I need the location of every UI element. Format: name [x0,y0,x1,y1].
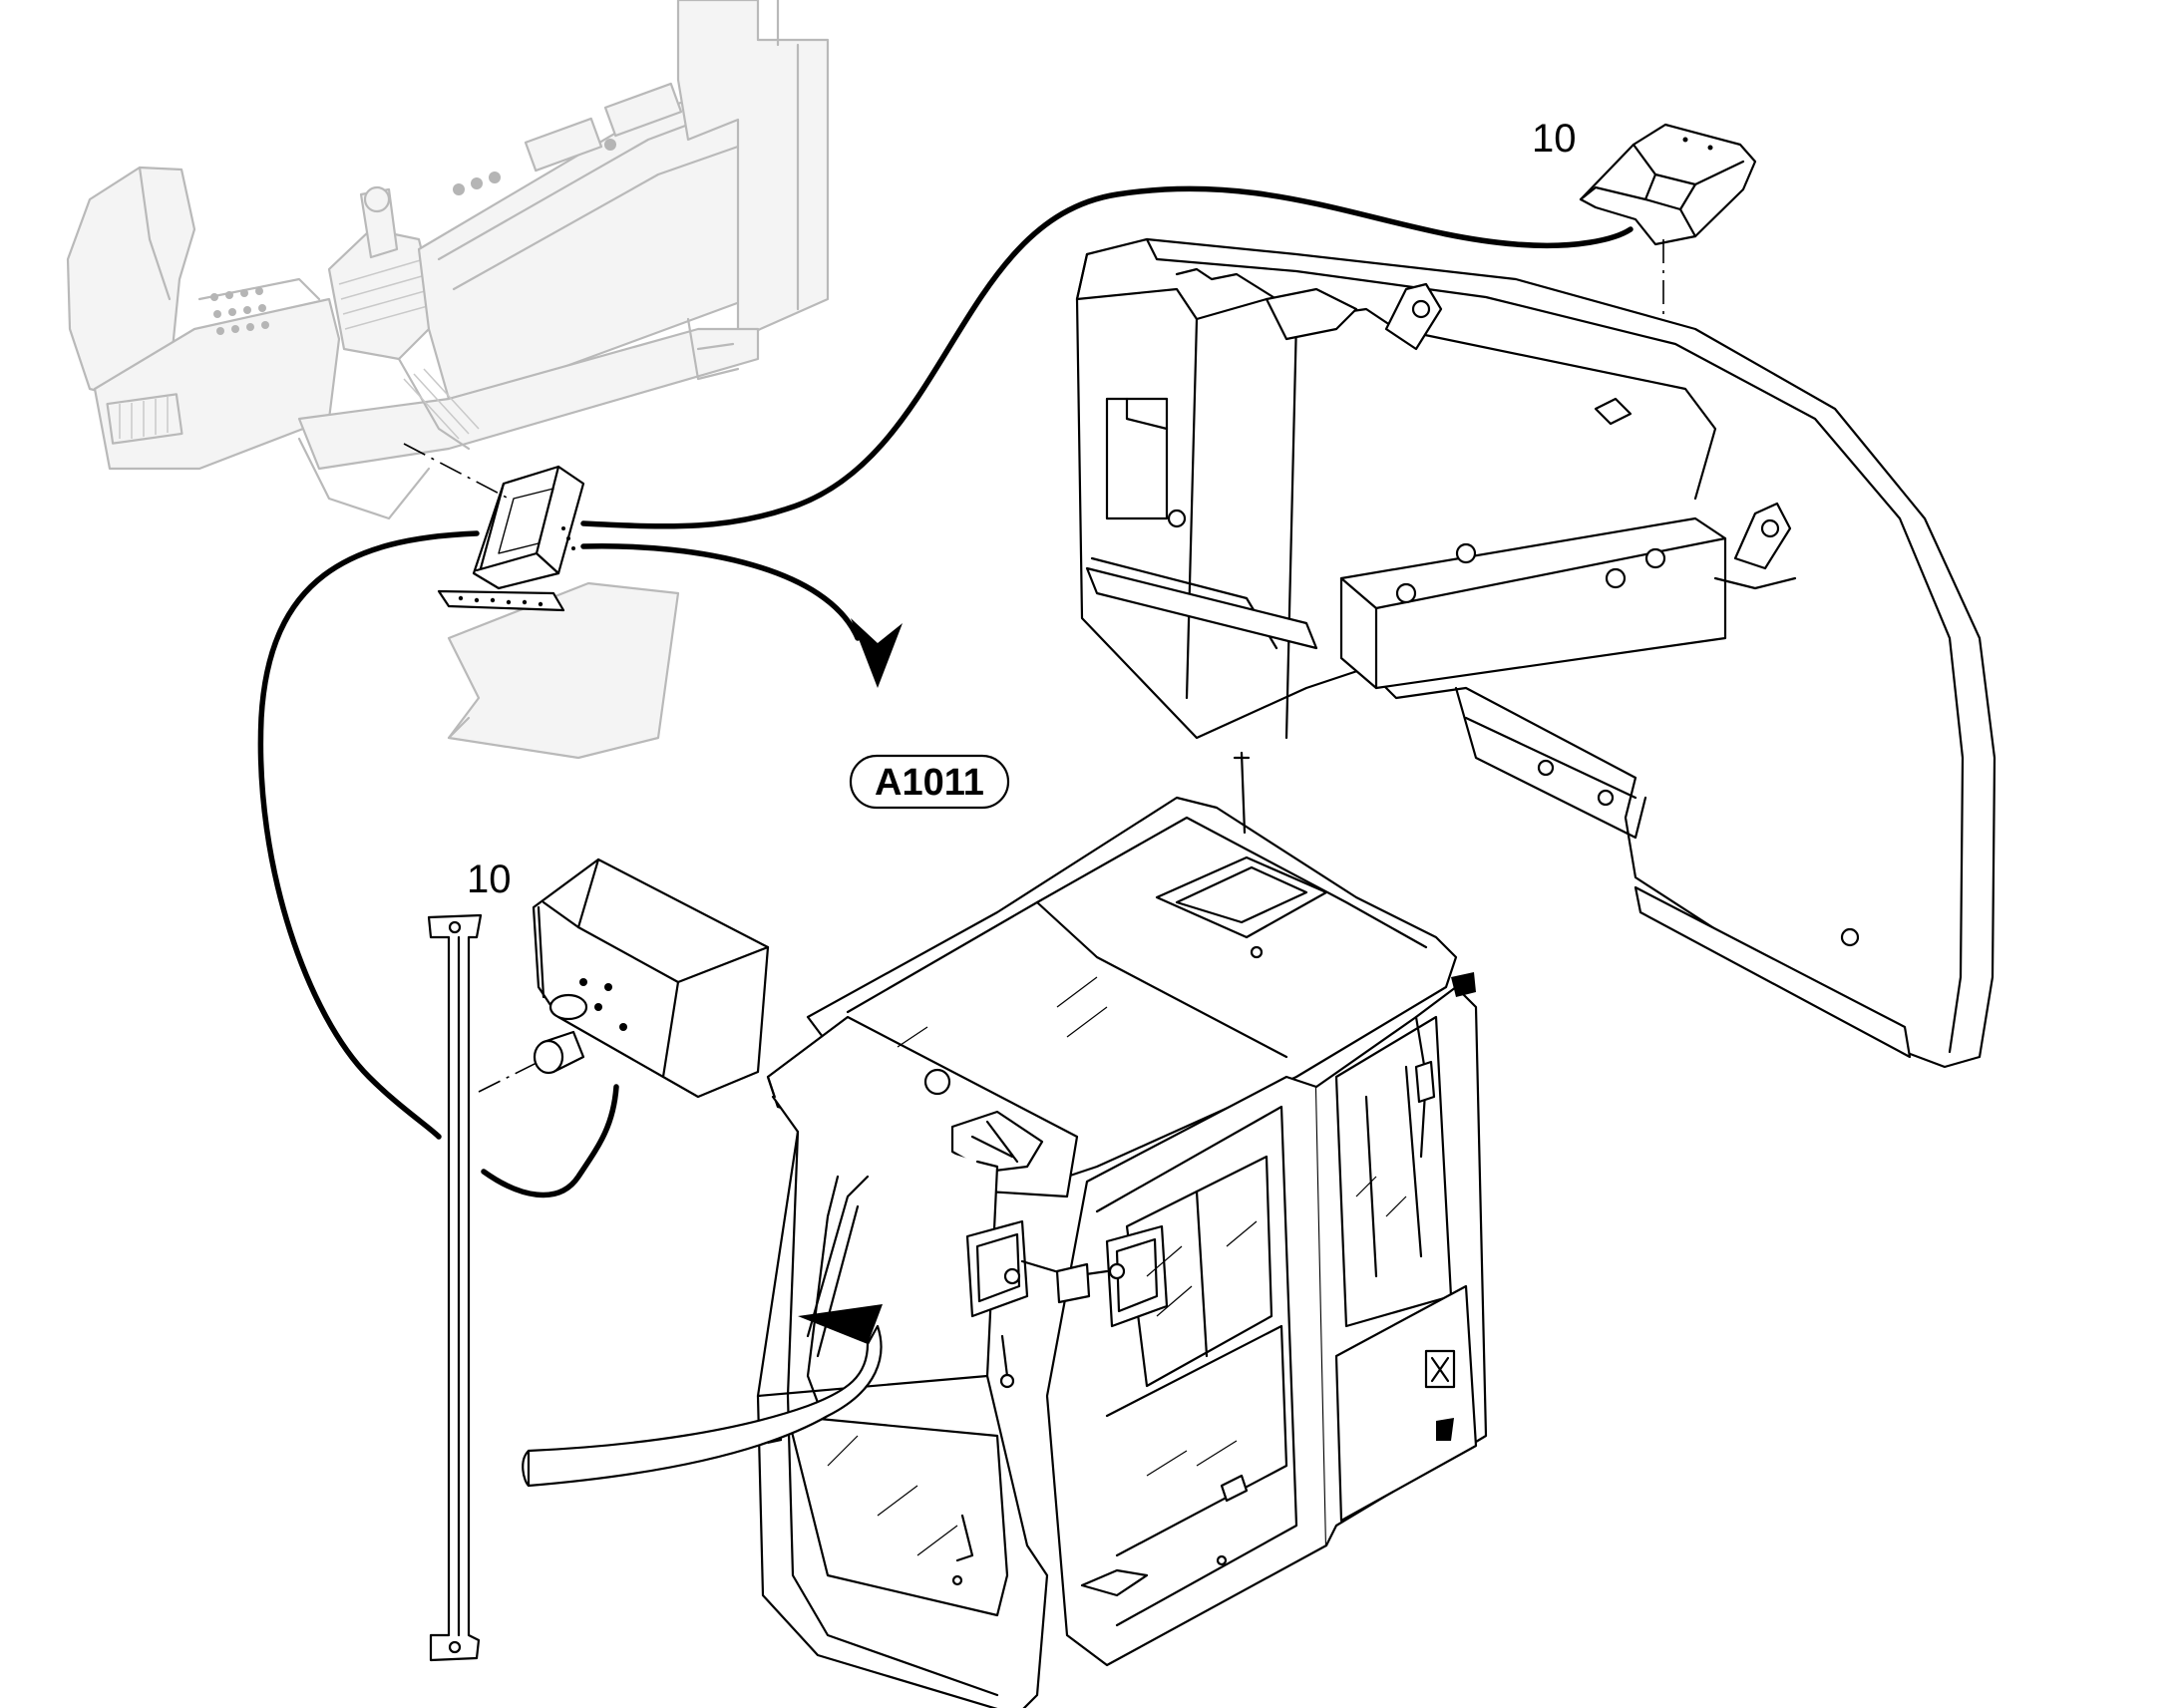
arrow-to-reference [851,618,903,688]
wiring-connector-block [403,443,585,612]
reference-tag: A1011 [849,754,1010,810]
pedal-switch-upper [1579,123,1757,419]
callout-left: 10 [467,857,512,901]
reference-label: A1011 [875,762,984,804]
operator-cab [522,751,1488,1708]
counterweight [1075,237,1997,1069]
cable-harness [257,185,1634,1198]
callout-upper: 10 [1532,117,1577,161]
pedal-switch-left [427,857,770,1662]
operator-console-ghost [66,0,830,760]
